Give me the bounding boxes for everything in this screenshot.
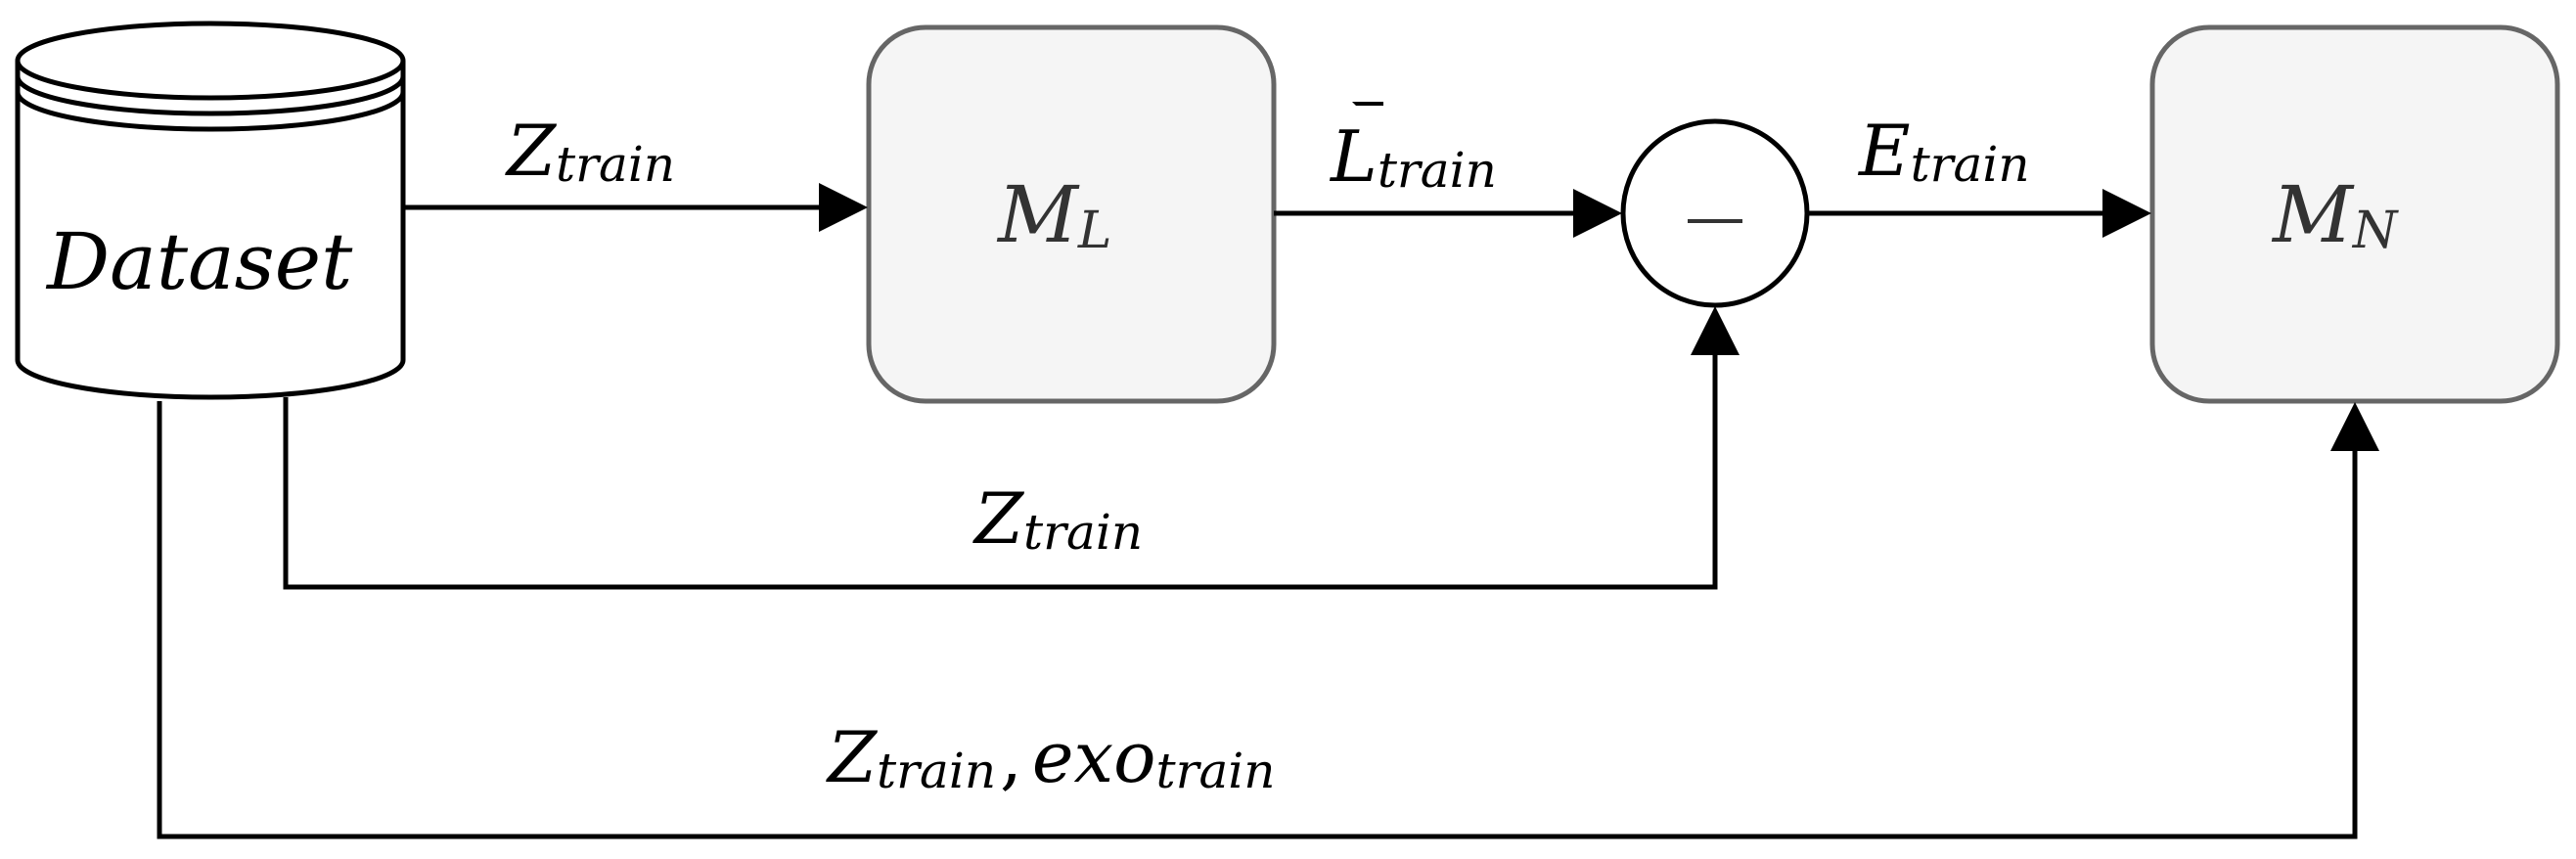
subtract-node	[1620, 118, 1810, 308]
model-n-box	[2149, 24, 2560, 404]
edge-label-subtract-to-mn: Etrain	[1859, 110, 2030, 193]
model-n-label: MN	[2273, 169, 2398, 260]
edge-dataset-to-mn	[157, 401, 2379, 839]
dataset-label: Dataset	[47, 216, 353, 307]
edge-label-dataset-to-subtract: Ztrain	[974, 477, 1144, 561]
model-l-label: ML	[998, 169, 1112, 260]
edge-label-dataset-to-ml: Ztrain	[507, 110, 676, 193]
edge-dataset-to-subtract	[283, 306, 1740, 590]
edge-label-dataset-to-mn: Ztrain,exotrain	[828, 716, 1276, 799]
edge-label-ml-to-subtract: Ltrain	[1331, 102, 1497, 199]
dataset-cylinder	[15, 21, 406, 400]
